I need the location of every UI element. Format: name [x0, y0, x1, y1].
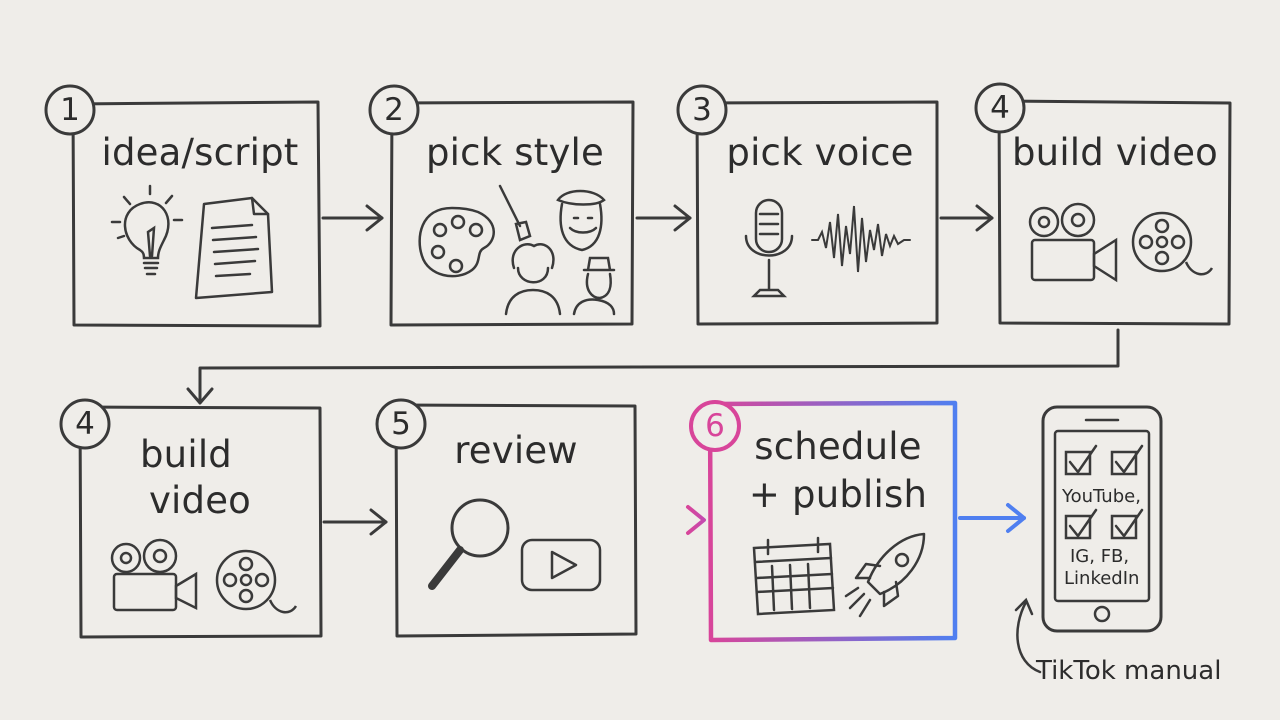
step-6-label-line2: + publish [748, 473, 928, 516]
tiktok-note: TikTok manual [1036, 656, 1222, 686]
step-4b-box [78, 405, 323, 639]
note-arrow [1014, 597, 1042, 674]
step-1-circle [44, 84, 96, 136]
microphone-icon [744, 198, 794, 298]
checkbox-checked-1 [1064, 444, 1098, 476]
film-reel-icon [1131, 211, 1214, 276]
step-1-label: idea/script [101, 131, 299, 174]
step-3-circle [676, 84, 728, 136]
arrow-1-2 [321, 204, 384, 232]
step-4-number: 4 [990, 90, 1010, 126]
step-4b-label-line1: build [140, 433, 232, 476]
man-with-hat-icon [572, 256, 616, 316]
step-2-circle [368, 84, 420, 136]
film-camera-icon-2 [110, 538, 198, 612]
step-2-label: pick style [425, 131, 605, 174]
step-2-box [389, 100, 635, 327]
film-camera-icon [1028, 202, 1118, 283]
step-4-box [997, 99, 1232, 326]
arrow-2-3 [635, 204, 692, 232]
step-3-label: pick voice [726, 131, 914, 174]
soundwave-icon [811, 205, 911, 273]
rocket-icon [844, 532, 926, 618]
lightbulb-icon [110, 184, 184, 276]
step-2-number: 2 [384, 92, 404, 128]
arrow-5-6 [638, 505, 706, 535]
palette-icon [418, 206, 495, 278]
step-3-number: 3 [692, 92, 712, 128]
phone-icon [1041, 405, 1163, 633]
step-4-label: build video [1011, 131, 1218, 174]
step-6-box [707, 400, 958, 643]
play-button-icon [520, 538, 602, 592]
step-4b-number: 4 [75, 406, 95, 442]
step-6-label-line1: schedule [754, 425, 922, 468]
phone-platforms-line1: YouTube, [1062, 486, 1141, 507]
step-5-number: 5 [391, 406, 411, 442]
step-5-circle [375, 398, 427, 450]
paintbrush-icon [498, 184, 532, 242]
step-6-circle [689, 400, 741, 452]
step-5-box [394, 403, 638, 638]
checkbox-checked-3 [1064, 508, 1098, 540]
magnifier-icon [428, 498, 510, 590]
phone-platforms-line3: LinkedIn [1064, 568, 1140, 589]
step-4b-label-line2: video [148, 479, 252, 522]
calendar-icon [752, 536, 836, 616]
arrow-4-5 [322, 508, 388, 536]
arrow-3-4 [939, 204, 994, 232]
checkbox-checked-4 [1110, 508, 1144, 540]
step-1-box [71, 100, 322, 328]
step-5-label: review [454, 429, 578, 472]
step-3-box [695, 100, 939, 326]
arrow-row-return [186, 328, 1120, 405]
step-6-number: 6 [705, 408, 725, 444]
phone-platforms-line2: IG, FB, [1070, 546, 1130, 567]
arrow-6-phone [958, 503, 1026, 533]
step-4b-circle [59, 398, 111, 450]
film-reel-icon-2 [215, 549, 298, 614]
checkbox-checked-2 [1110, 444, 1144, 476]
woman-portrait-icon [504, 243, 562, 316]
document-icon [194, 196, 274, 300]
step-4-circle [974, 82, 1026, 134]
artist-face-icon [556, 189, 606, 252]
step-1-number: 1 [60, 92, 80, 128]
